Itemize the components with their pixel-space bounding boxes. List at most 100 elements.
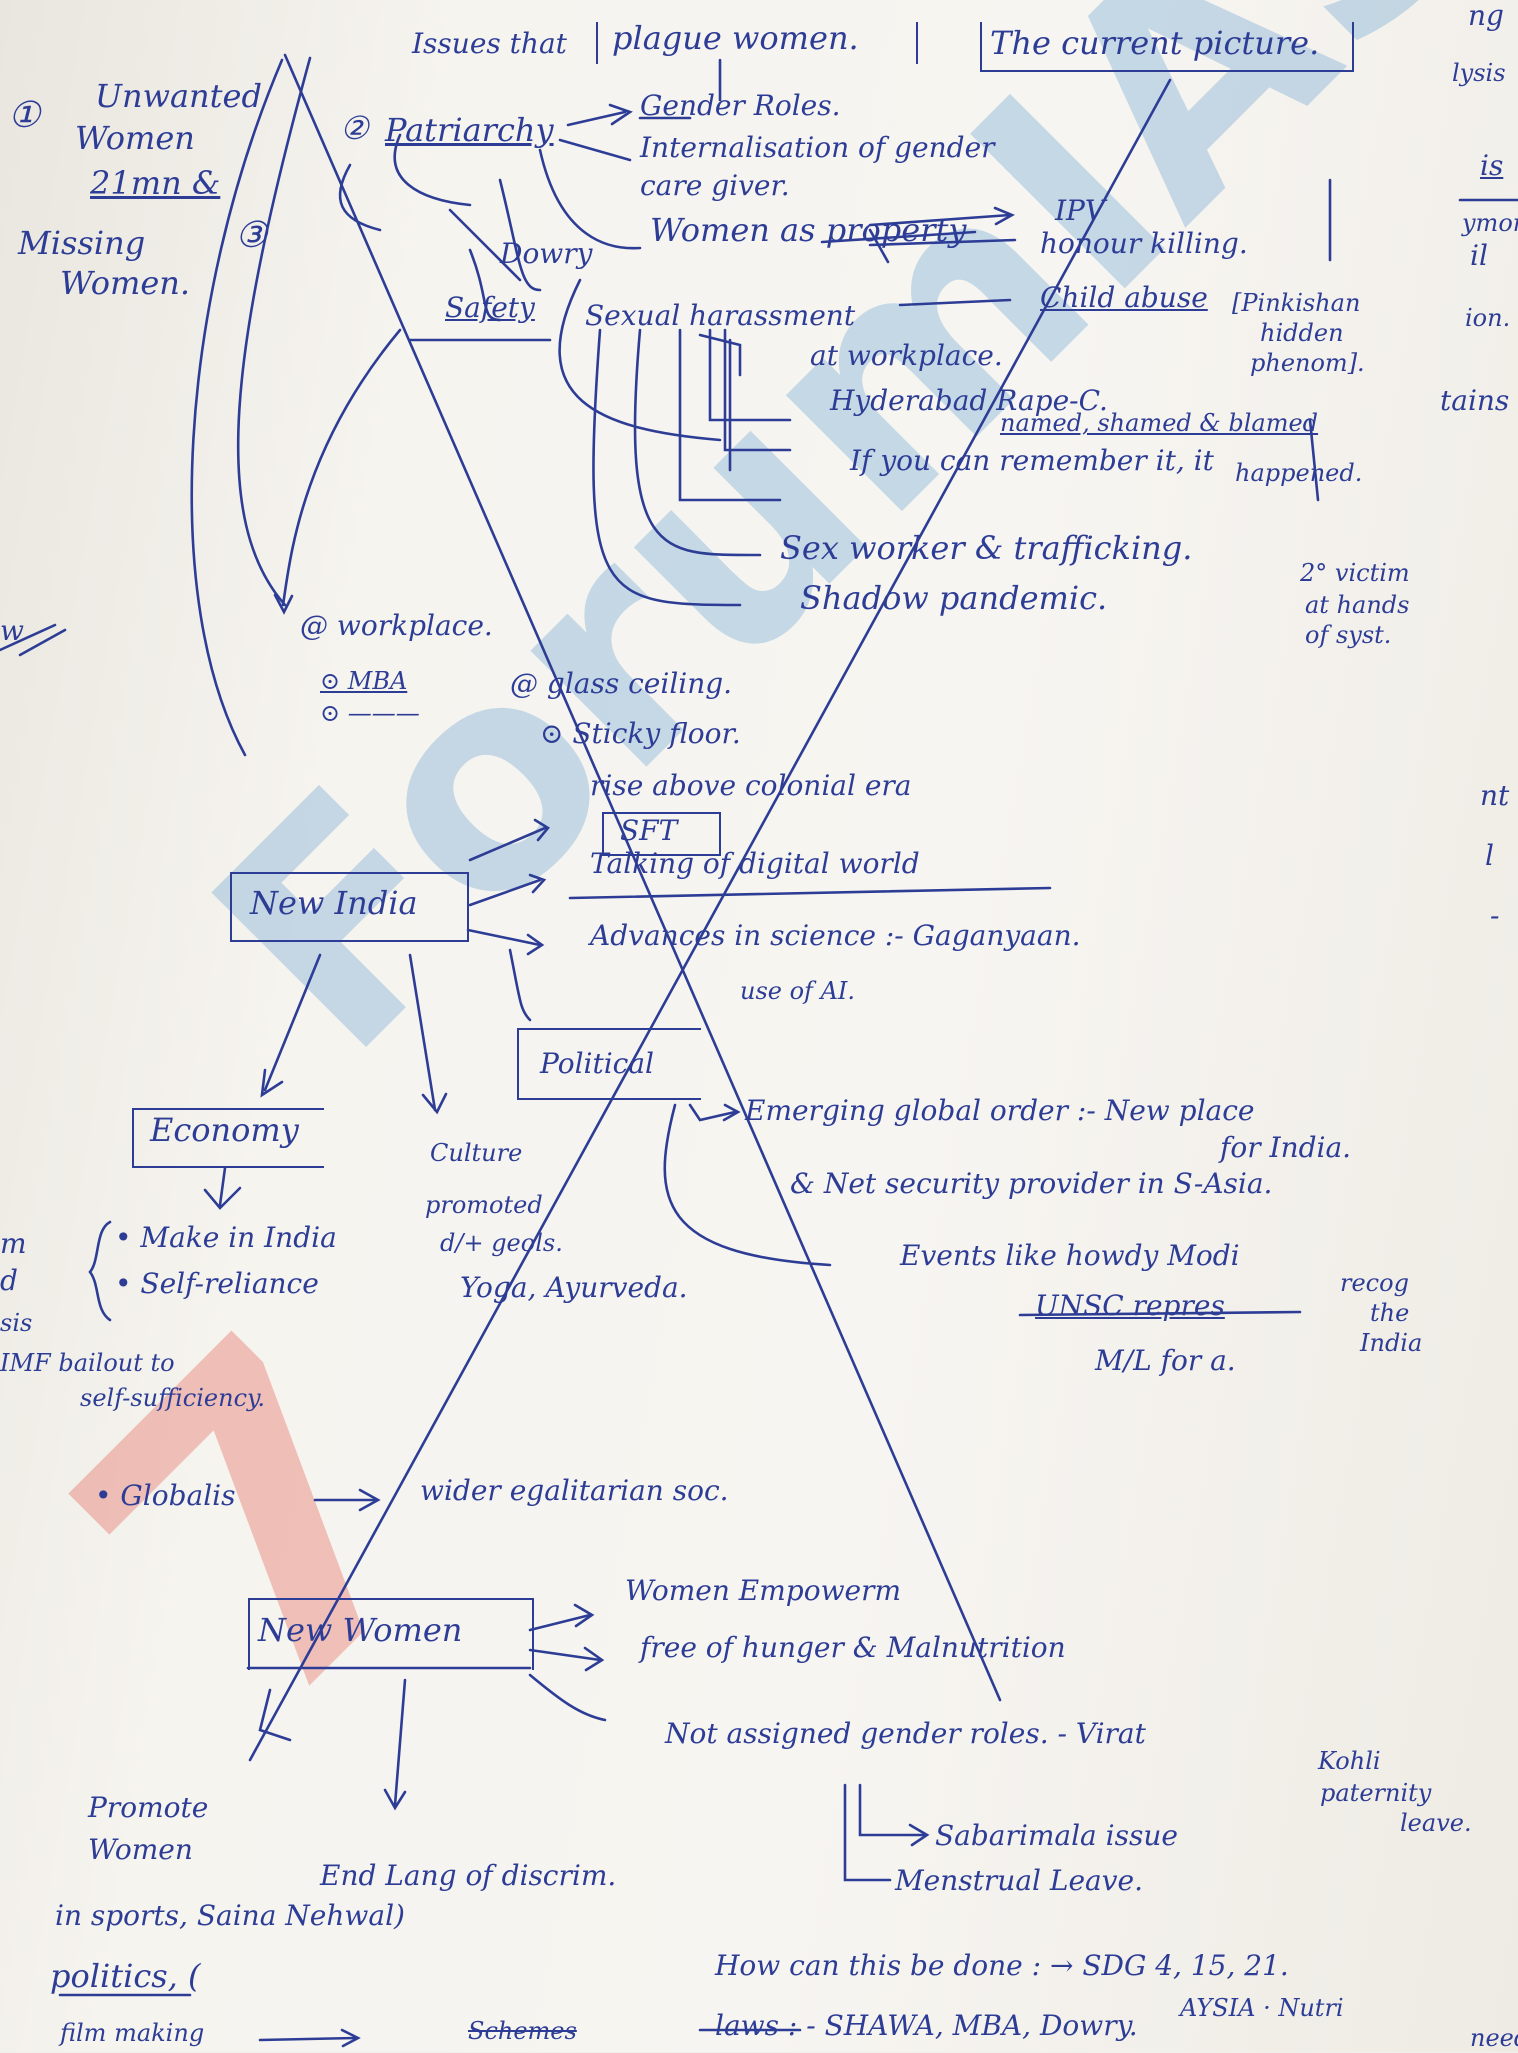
promote: Promote	[88, 1791, 209, 1824]
care-giver: care giver.	[640, 169, 790, 202]
patriarchy: Patriarchy	[385, 111, 554, 149]
current-picture: The current picture.	[990, 24, 1320, 62]
glass-ceiling: @ glass ceiling.	[510, 667, 733, 700]
unwanted: Unwanted	[95, 77, 262, 115]
edge-r-i: l	[1485, 839, 1494, 872]
paternity: paternity	[1320, 1779, 1432, 1807]
other: ⊙ ———	[320, 699, 420, 727]
ipv: IPV	[1055, 194, 1106, 227]
happened: happened.	[1235, 459, 1363, 487]
new-india: New India	[250, 884, 418, 922]
number-2: ②	[340, 109, 369, 147]
pinkishan: [Pinkishan	[1232, 289, 1361, 317]
use-of-ai: use of AI.	[740, 977, 856, 1005]
sex-worker: Sex worker & trafficking.	[780, 529, 1193, 567]
cross-out-line-1	[283, 53, 1002, 1702]
plague-women: plague women.	[612, 19, 859, 57]
political: Political	[540, 1047, 655, 1080]
at-workplace: @ workplace.	[300, 609, 493, 642]
missing: Missing	[18, 224, 146, 262]
gender-roles: Gender Roles.	[640, 89, 841, 122]
edge-r-f: ion.	[1465, 304, 1511, 332]
wider-egalitarian: wider egalitarian soc.	[420, 1474, 729, 1507]
edge-r-d: ymorp	[1462, 209, 1518, 237]
internalisation: Internalisation of gender	[640, 131, 995, 164]
edge-r-g: tains	[1440, 384, 1510, 417]
women-promote: Women	[88, 1833, 193, 1866]
events-howdy: Events like howdy Modi	[900, 1239, 1240, 1272]
hidden: hidden	[1260, 319, 1344, 347]
talking-digital: Talking of digital world	[590, 847, 920, 880]
self-reliance: • Self-reliance	[115, 1267, 319, 1300]
schemes: Schemes	[468, 2017, 577, 2045]
mba: ⊙ MBA	[320, 667, 408, 695]
box-economy	[132, 1108, 324, 1168]
box-plague	[596, 22, 918, 64]
victim-2: at hands	[1305, 591, 1410, 619]
unsc: UNSC repres	[1035, 1289, 1225, 1322]
edge-r-h: nt	[1480, 779, 1510, 812]
women-2: Women.	[60, 264, 191, 302]
edge-r-a: ng	[1468, 0, 1504, 32]
sticky-floor: ⊙ Sticky floor.	[540, 717, 741, 750]
leave: leave.	[1400, 1809, 1472, 1837]
for-india: for India.	[1220, 1131, 1352, 1164]
net-security: & Net security provider in S-Asia.	[790, 1167, 1273, 1200]
kohli: Kohli	[1318, 1747, 1381, 1775]
ml-for-a: M/L for a.	[1095, 1344, 1236, 1377]
mn-count: 21mn &	[90, 164, 221, 202]
economy: Economy	[150, 1111, 299, 1149]
film-making: film making	[60, 2019, 205, 2047]
culture-3: d/+ geols.	[440, 1229, 563, 1257]
free-of-hunger: free of hunger & Malnutrition	[640, 1631, 1066, 1664]
cross-out-line-2	[248, 78, 1172, 1762]
honour-killing: honour killing.	[1040, 227, 1248, 260]
not-assigned: Not assigned gender roles. - Virat	[665, 1717, 1146, 1750]
culture-2: promoted	[425, 1191, 543, 1219]
child-abuse: Child abuse	[1040, 281, 1208, 314]
women-empowerment: Women Empowerm	[625, 1574, 902, 1607]
how-can-this: How can this be done : → SDG 4, 15, 21.	[715, 1949, 1289, 1982]
aysia: AYSIA · Nutri	[1180, 1994, 1344, 2022]
self-sufficiency: self-sufficiency.	[80, 1384, 266, 1412]
edge-l-a: w	[0, 614, 24, 647]
box-current	[980, 22, 1354, 72]
sexual-harassment: Sexual harassment	[585, 299, 856, 332]
box-new-india	[230, 872, 469, 942]
victim-1: 2° victim	[1300, 559, 1410, 587]
shadow-pandemic: Shadow pandemic.	[800, 579, 1108, 617]
dowry: Dowry	[500, 237, 593, 270]
edge-l-c: d	[0, 1264, 18, 1297]
edge-r-j: -	[1490, 899, 1500, 932]
edge-l-d: sis	[0, 1309, 33, 1337]
culture-1: Culture	[430, 1139, 523, 1167]
box-political	[517, 1028, 701, 1100]
sft: SFT	[620, 814, 678, 847]
edge-r-e: il	[1470, 239, 1488, 272]
issues-that: Issues that	[412, 27, 567, 60]
edge-r-b: lysis	[1452, 59, 1506, 87]
phenom: phenom].	[1250, 349, 1365, 377]
women-as-property: Women as property	[650, 211, 967, 249]
politics: politics, (	[50, 1957, 201, 1995]
number-3: ③	[235, 215, 268, 256]
imf-bailout: IMF bailout to	[0, 1349, 175, 1377]
edge-l-b: m	[0, 1227, 27, 1260]
end-discrim: End Lang of discrim.	[320, 1859, 617, 1892]
sabarimala: Sabarimala issue	[935, 1819, 1178, 1852]
india: India	[1360, 1329, 1423, 1357]
curve-left-1	[190, 58, 284, 757]
the: the	[1370, 1299, 1410, 1327]
edge-r-c: is	[1480, 149, 1504, 182]
advances-science: Advances in science :- Gaganyaan.	[590, 919, 1081, 952]
named-shamed: named, shamed & blamed	[1000, 409, 1319, 437]
recog: recog	[1340, 1269, 1409, 1297]
needs: needs	[1470, 2024, 1518, 2052]
laws: laws : - SHAWA, MBA, Dowry.	[715, 2009, 1138, 2042]
women-1: Women	[75, 119, 195, 157]
new-women: New Women	[258, 1611, 463, 1649]
number-1: ①	[8, 95, 41, 136]
culture-4: Yoga, Ayurveda.	[460, 1271, 688, 1304]
menstrual-leave: Menstrual Leave.	[895, 1864, 1144, 1897]
